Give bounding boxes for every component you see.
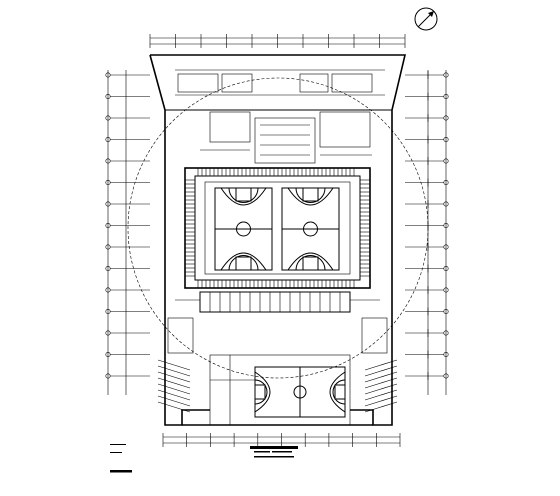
stair-tread bbox=[364, 371, 398, 383]
stair-tread bbox=[364, 383, 398, 395]
stair-tread bbox=[364, 389, 398, 401]
stair-tread bbox=[364, 359, 398, 371]
stair-tread bbox=[364, 377, 398, 389]
north-arrow-icon bbox=[414, 7, 438, 31]
stair-tread bbox=[157, 371, 191, 383]
stair-tread bbox=[364, 365, 398, 377]
outdoor-court bbox=[254, 366, 346, 418]
stair-tread bbox=[157, 395, 191, 407]
title-block bbox=[110, 444, 298, 473]
left-stair bbox=[157, 359, 191, 413]
stair-tread bbox=[364, 401, 398, 413]
right-axis-grid bbox=[405, 70, 449, 395]
stair-tread bbox=[157, 377, 191, 389]
bottom-dimension-line bbox=[162, 433, 401, 447]
stair-tread bbox=[157, 365, 191, 377]
right-stair bbox=[364, 359, 398, 413]
stair-tread bbox=[157, 401, 191, 413]
stair-tread bbox=[157, 383, 191, 395]
indoor-court-1 bbox=[214, 187, 273, 271]
outdoor-plaza bbox=[209, 354, 351, 426]
left-axis-grid bbox=[105, 70, 150, 395]
stair-tread bbox=[364, 395, 398, 407]
upper-service-rooms bbox=[200, 111, 372, 164]
circular-ring bbox=[127, 77, 429, 379]
indoor-court-2 bbox=[281, 187, 340, 271]
lower-lobby bbox=[167, 291, 388, 354]
stair-tread bbox=[157, 359, 191, 371]
stair-tread bbox=[157, 389, 191, 401]
top-dimension-line bbox=[149, 34, 406, 48]
gym-hall bbox=[184, 167, 371, 289]
